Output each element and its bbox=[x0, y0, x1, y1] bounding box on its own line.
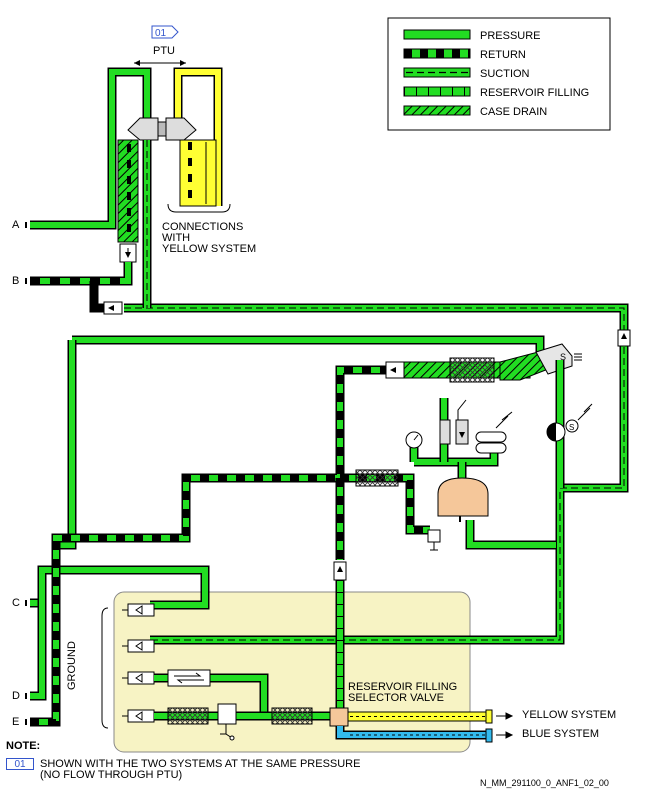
svg-text:S: S bbox=[569, 423, 574, 432]
ptu-yellow-loop bbox=[173, 67, 223, 207]
ptu-badge: 01 bbox=[151, 25, 179, 39]
case-drain-line bbox=[403, 349, 557, 383]
port-d-label: D bbox=[12, 690, 20, 702]
note-badge: 01 bbox=[6, 758, 34, 770]
note-title: NOTE: bbox=[6, 740, 41, 752]
case-drain-filter bbox=[449, 357, 495, 383]
return-line-b bbox=[30, 262, 133, 313]
legend-suction-swatch bbox=[403, 67, 471, 78]
note-line-2: (NO FLOW THROUGH PTU) bbox=[40, 769, 183, 781]
legend-return-swatch bbox=[403, 48, 471, 59]
ground-filter-2 bbox=[271, 707, 313, 725]
ptu-check-valve bbox=[119, 243, 137, 263]
legend-pressure-swatch bbox=[403, 29, 471, 40]
reservoir-drain-valve bbox=[427, 529, 441, 551]
port-c-label: C bbox=[12, 597, 20, 609]
selector-valve-label-1: RESERVOIR FILLING bbox=[348, 681, 458, 693]
reservoir-tank bbox=[437, 477, 489, 517]
suction-line-main bbox=[124, 140, 629, 645]
ground-port-4 bbox=[122, 709, 155, 723]
ground-label: GROUND bbox=[66, 641, 78, 690]
reference-code: N_MM_291100_0_ANF1_02_00 bbox=[480, 778, 609, 788]
svg-text:01: 01 bbox=[155, 28, 167, 39]
port-e-label: E bbox=[12, 716, 20, 728]
note-line-1: SHOWN WITH THE TWO SYSTEMS AT THE SAME P… bbox=[40, 758, 361, 770]
check-valve-b bbox=[103, 301, 123, 315]
return-filter bbox=[355, 469, 399, 487]
legend-case-drain-label: CASE DRAIN bbox=[480, 106, 547, 118]
suction-shutoff-valve: S bbox=[546, 403, 593, 442]
ptu-label: PTU bbox=[153, 45, 175, 57]
legend-suction-label: SUCTION bbox=[480, 68, 530, 80]
port-a-label: A bbox=[12, 219, 20, 231]
ptu-green-loop bbox=[30, 67, 152, 243]
ground-panel bbox=[113, 591, 471, 753]
connections-label-1: CONNECTIONS bbox=[162, 221, 243, 233]
ptu-width-arrow bbox=[134, 60, 186, 66]
selector-valve-label-2: SELECTOR VALVE bbox=[348, 692, 444, 704]
legend-return-label: RETURN bbox=[480, 49, 526, 61]
legend-reservoir-filling-swatch bbox=[403, 86, 471, 97]
ground-port-1 bbox=[122, 603, 155, 617]
pressure-transmitter-icon bbox=[475, 411, 513, 454]
case-drain-check-valve bbox=[385, 361, 405, 379]
legend-pressure-label: PRESSURE bbox=[480, 30, 541, 42]
blue-system-line bbox=[335, 726, 514, 743]
suction-check-valve bbox=[617, 329, 631, 347]
ground-bracket bbox=[101, 607, 109, 729]
svg-text:S: S bbox=[560, 352, 566, 362]
legend-case-drain-swatch bbox=[403, 105, 471, 116]
note-text: SHOWN WITH THE TWO SYSTEMS AT THE SAME P… bbox=[40, 759, 360, 781]
yellow-system-line bbox=[347, 709, 514, 724]
ground-service-valve bbox=[217, 703, 237, 741]
connections-label-2: WITH bbox=[162, 232, 190, 244]
connections-bracket bbox=[167, 203, 231, 213]
selector-valve-label: RESERVOIR FILLING SELECTOR VALVE bbox=[348, 682, 457, 704]
selector-valve bbox=[329, 707, 349, 727]
legend: PRESSURE RETURN SUCTION RESERVOIR FILLIN… bbox=[387, 17, 611, 131]
legend-reservoir-filling-label: RESERVOIR FILLING bbox=[480, 87, 589, 99]
yellow-system-label: YELLOW SYSTEM bbox=[522, 709, 617, 721]
ground-port-2 bbox=[122, 639, 155, 653]
ground-filter-1 bbox=[167, 707, 209, 725]
connections-label-3: YELLOW SYSTEM bbox=[162, 243, 256, 255]
filling-check-valve bbox=[333, 561, 347, 581]
reservoir-assembly bbox=[405, 398, 513, 551]
ground-bidirectional-valve bbox=[167, 669, 211, 687]
blue-system-label: BLUE SYSTEM bbox=[522, 728, 600, 740]
port-b-label: B bbox=[12, 275, 20, 287]
ptu-unit bbox=[127, 117, 197, 141]
